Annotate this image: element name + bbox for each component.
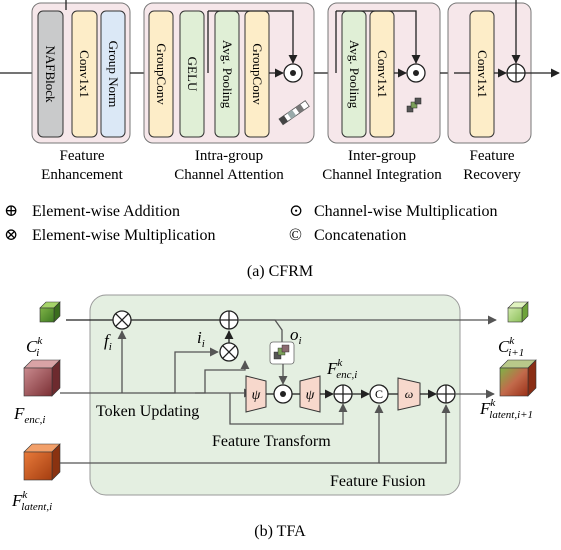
psi-decoder-block xyxy=(299,375,321,413)
gelu-block xyxy=(179,10,205,138)
cfrm-caption: (a) CFRM xyxy=(247,263,313,280)
channel-mul-dot xyxy=(413,70,419,76)
groupconv-block xyxy=(148,10,174,138)
f-latent-output-cube-icon xyxy=(499,359,537,397)
fr-label-line1: Feature xyxy=(470,148,515,164)
channel-mul-dot xyxy=(290,70,296,76)
concat-symbol: C xyxy=(375,387,383,401)
tfa-caption: (b) TFA xyxy=(254,523,306,540)
ica-label-line2: Channel Attention xyxy=(174,167,284,183)
conv1x1-block xyxy=(71,10,98,138)
vector-cube-icon xyxy=(278,100,310,126)
transform-residual-arrow xyxy=(229,393,348,425)
nafblock-label: NAFBlock xyxy=(43,45,58,103)
conv1x1-label: Conv1x1 xyxy=(475,50,490,98)
psi-a-label: ψ xyxy=(252,388,261,403)
conv1x1-block xyxy=(469,10,495,138)
groupconv-label: GroupConv xyxy=(154,43,169,105)
i-gate-label: ii xyxy=(197,328,205,350)
fr-label-line2: Recovery xyxy=(463,167,521,183)
omega-label: ω xyxy=(405,387,413,401)
conv1x1-label: Conv1x1 xyxy=(77,50,92,98)
ici-label-line1: Inter-group xyxy=(348,148,416,164)
add-legend-label: Element-wise Addition xyxy=(32,203,180,220)
cwm-legend-label: Channel-wise Multiplication xyxy=(314,203,498,220)
groupconv-label: GroupConv xyxy=(250,43,265,105)
add-legend-icon: ⊕ xyxy=(4,201,18,220)
legend: ⊕ Element-wise Addition ⊗ Element-wise M… xyxy=(4,201,498,244)
small-cubes-icon xyxy=(406,97,422,113)
ica-label-line1: Intra-group xyxy=(195,148,263,164)
avg-pooling-label: Avg. Pooling xyxy=(347,40,362,109)
group-norm-block xyxy=(100,10,126,138)
mul-legend-label: Element-wise Multiplication xyxy=(32,227,216,244)
bypass-arrow xyxy=(336,10,421,64)
avg-pooling-label: Avg. Pooling xyxy=(220,40,235,109)
psi-encoder-block xyxy=(245,375,267,413)
f-gate-label: fi xyxy=(104,331,112,353)
i-gate-arrow-2 xyxy=(195,360,250,394)
o-branch-line xyxy=(238,319,283,342)
fe-label-line2: Enhancement xyxy=(41,167,123,183)
f-enc-cube-icon xyxy=(23,359,61,397)
psi-b-label: ψ xyxy=(306,388,315,403)
fe-label-line1: Feature xyxy=(60,148,105,164)
group-norm-label: Group Norm xyxy=(106,41,121,108)
cat-legend-icon: © xyxy=(289,225,302,244)
mul-legend-icon: ⊗ xyxy=(4,225,18,244)
nafblock-block xyxy=(37,10,64,138)
f-enc-label: Fenc,i xyxy=(13,404,45,426)
c-output-cube-icon xyxy=(507,301,529,323)
cat-legend-label: Concatenation xyxy=(314,227,406,244)
bypass-arrow xyxy=(208,10,298,64)
gelu-label: GELU xyxy=(185,57,200,92)
ici-label-line2: Channel Integration xyxy=(322,167,442,183)
cfrm-diagram: NAFBlock Conv1x1 Group Norm GroupConv GE… xyxy=(0,0,560,280)
c-input-cube-icon xyxy=(39,301,61,323)
o-cubes-icon xyxy=(269,341,295,365)
feature-fusion-label: Feature Fusion xyxy=(330,473,426,490)
feature-transform-label: Feature Transform xyxy=(212,433,331,450)
i-gate-arrow xyxy=(160,347,219,394)
omega-block xyxy=(397,377,421,411)
cwm-legend-icon: ⊙ xyxy=(289,201,303,220)
conv1x1-label: Conv1x1 xyxy=(375,50,390,98)
o-gate-label: oi xyxy=(290,325,302,347)
f-latent-cube-icon xyxy=(23,443,61,481)
f-latent-to-fusion-arrow xyxy=(379,404,451,464)
token-updating-label: Token Updating xyxy=(96,403,199,420)
